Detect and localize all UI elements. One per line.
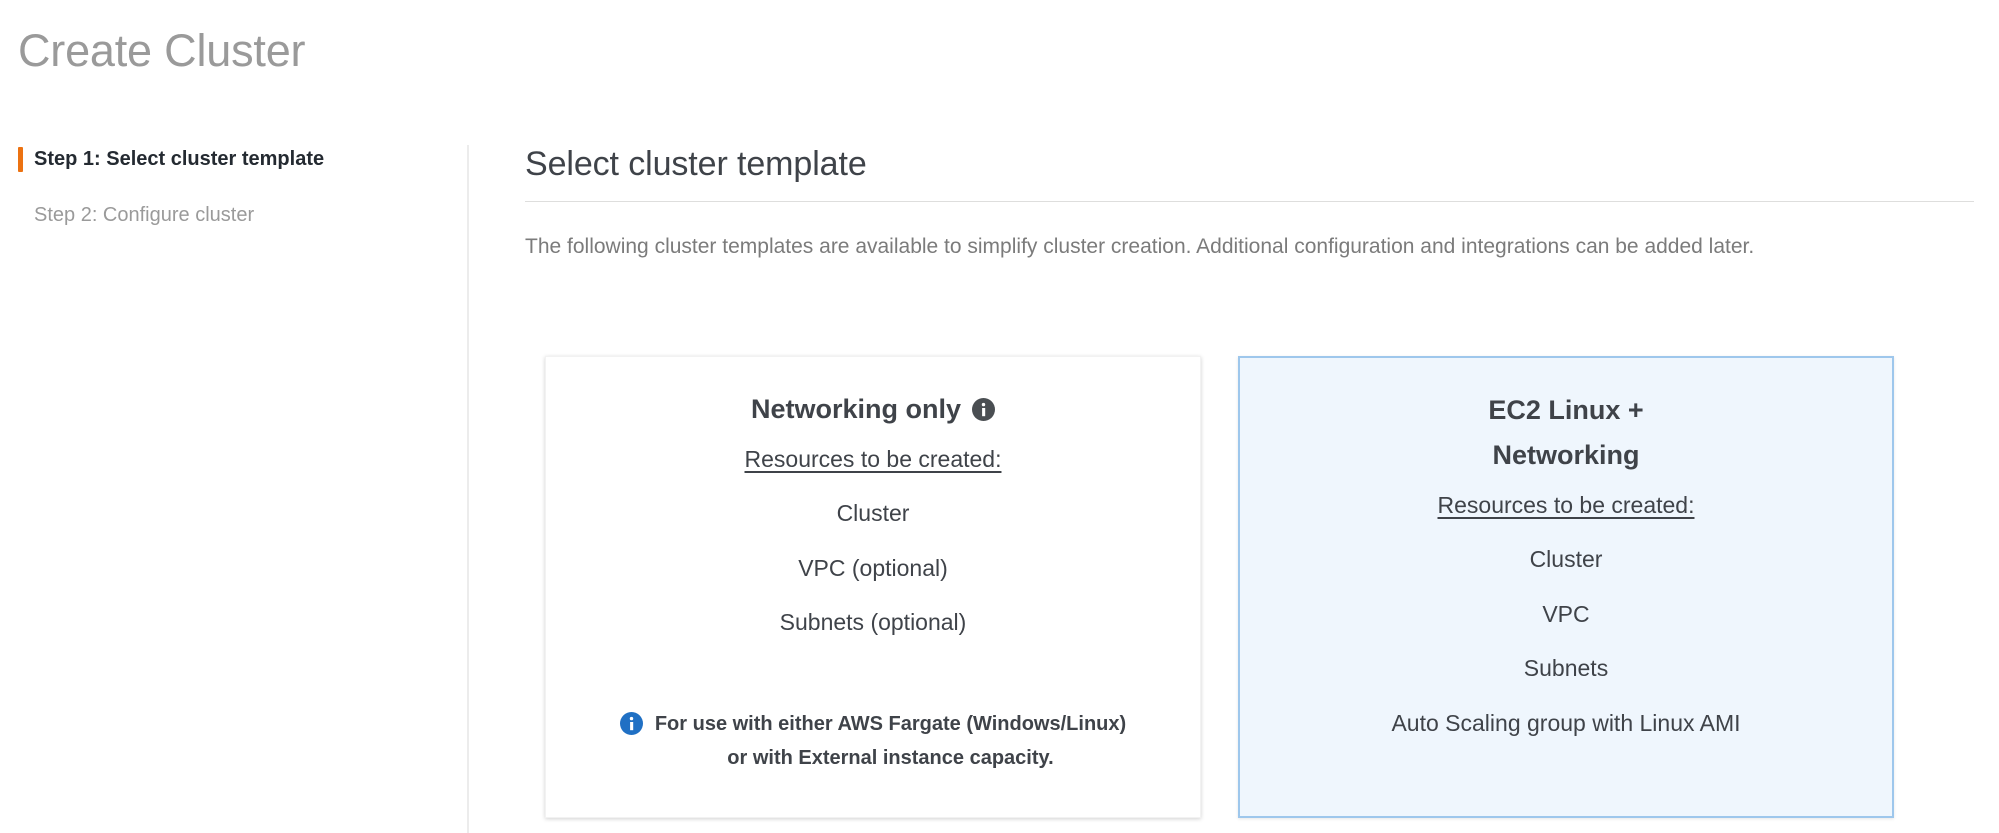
info-icon — [619, 712, 643, 735]
cluster-template-cards: Networking only Resources to be created:… — [545, 356, 1894, 818]
resource-item: VPC — [1542, 600, 1590, 627]
resource-item: Cluster — [1529, 546, 1603, 572]
card-title: EC2 Linux + Networking — [1488, 388, 1643, 478]
resource-item: Auto Scaling group with Linux AMI — [1391, 709, 1741, 736]
main-content: Select cluster template The following cl… — [525, 145, 1974, 266]
section-title: Select cluster template — [525, 145, 867, 183]
wizard-step-1[interactable]: Step 1: Select cluster template — [0, 145, 468, 173]
card-title-text: EC2 Linux + Networking — [1488, 395, 1644, 470]
resource-item: Cluster — [836, 500, 910, 526]
cluster-template-card-networking-only[interactable]: Networking only Resources to be created:… — [545, 356, 1201, 818]
cluster-template-card-ec2-linux-networking[interactable]: EC2 Linux + Networking Resources to be c… — [1238, 356, 1894, 818]
card-title-text: Networking only — [750, 394, 961, 424]
resources-label: Resources to be created: — [1437, 492, 1695, 518]
resource-item: VPC (optional) — [798, 554, 948, 581]
rail-divider — [467, 145, 469, 833]
wizard-step-1-label: Step 1: Select cluster template — [34, 148, 325, 170]
card-footnote-text: For use with either AWS Fargate (Windows… — [654, 713, 1127, 769]
section-description: The following cluster templates are avai… — [525, 235, 1755, 259]
card-title: Networking only — [751, 387, 995, 432]
resource-item: Subnets — [1523, 655, 1609, 682]
resource-item: Subnets (optional) — [779, 609, 967, 636]
wizard-steps-rail: Step 1: Select cluster template Step 2: … — [0, 145, 468, 257]
section-divider — [525, 201, 1974, 203]
active-step-marker — [18, 147, 23, 172]
page-title: Create Cluster — [18, 25, 306, 76]
wizard-step-2-label: Step 2: Configure cluster — [34, 204, 255, 226]
resources-label: Resources to be created: — [744, 446, 1002, 472]
card-footnote: For use with either AWS Fargate (Windows… — [619, 707, 1127, 797]
wizard-step-2[interactable]: Step 2: Configure cluster — [0, 201, 468, 229]
info-icon[interactable] — [972, 398, 995, 421]
